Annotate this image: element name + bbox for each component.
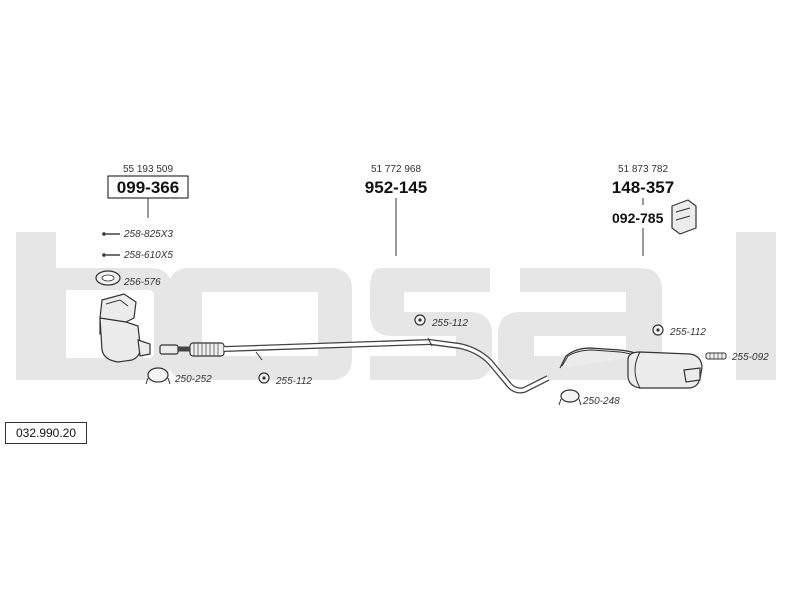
rubber-mount-mid-label[interactable]: 255-112 [431, 318, 468, 329]
diagram-reference-box: 032.990.20 [5, 422, 87, 444]
clamp-front-label[interactable]: 250-252 [174, 374, 212, 385]
rear-silencer-icon [559, 347, 703, 389]
bolt-label-1[interactable]: 258-825X3 [123, 229, 173, 240]
tail-trim-icon [705, 352, 727, 360]
clamp-front-icon [145, 367, 171, 385]
rubber-mount-rear-icon [652, 324, 664, 336]
hanger-box-label[interactable]: 092-785 [612, 210, 664, 226]
rubber-mount-rear-label[interactable]: 255-112 [669, 327, 706, 338]
bolt-label-2[interactable]: 258-610X5 [123, 250, 173, 261]
part-number-3[interactable]: 148-357 [612, 178, 674, 197]
part-number-1[interactable]: 099-366 [117, 178, 179, 197]
hanger-box-icon [671, 199, 697, 235]
rubber-mount-front-label[interactable]: 255-112 [275, 376, 312, 387]
oem-number-1: 55 193 509 [123, 164, 173, 175]
bolt-icon-1 [102, 232, 120, 236]
rubber-mount-front-icon [258, 372, 270, 384]
part-number-2[interactable]: 952-145 [365, 178, 427, 197]
catalytic-converter-icon [99, 293, 151, 363]
clamp-rear-label[interactable]: 250-248 [582, 396, 620, 407]
bolt-icon-2 [102, 253, 120, 257]
oem-number-3: 51 873 782 [618, 164, 668, 175]
tail-trim-label[interactable]: 255-092 [731, 352, 769, 363]
rubber-mount-mid-icon [414, 314, 426, 326]
gasket-label[interactable]: 256-576 [123, 277, 161, 288]
brand-watermark [16, 232, 776, 380]
front-pipe-icon [159, 337, 550, 394]
clamp-rear-icon [558, 389, 582, 406]
oem-number-2: 51 772 968 [371, 164, 421, 175]
